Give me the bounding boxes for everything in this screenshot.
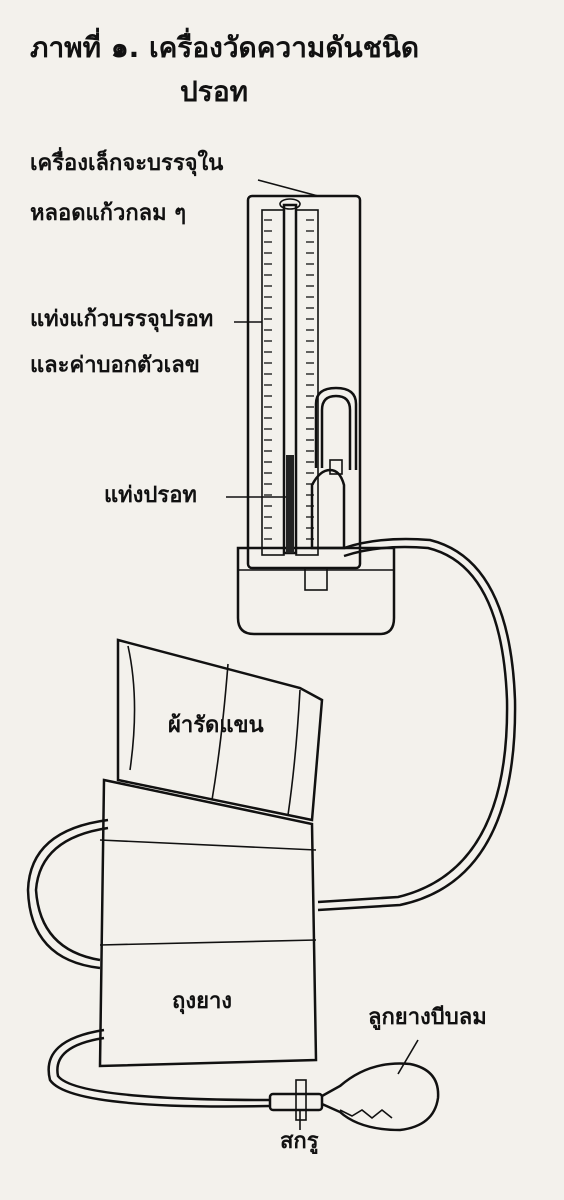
title-line-2: ปรอท xyxy=(180,75,249,108)
cuff-tube-left xyxy=(26,818,109,970)
mercury-column-fill xyxy=(286,455,294,553)
label-reservoir-line1: เครื่องเล็กจะบรรจุใน xyxy=(30,151,224,176)
leader-bulb xyxy=(397,1039,419,1075)
rubber-bladder xyxy=(98,778,318,1068)
title-line-1: ภาพที่ ๑. เครื่องวัดความดันชนิด xyxy=(30,31,420,64)
label-cuff: ผ้ารัดแขน xyxy=(168,713,264,738)
tube-to-bulb xyxy=(47,1028,271,1108)
leader-reservoir xyxy=(257,179,319,197)
label-bladder: ถุงยาง xyxy=(172,989,233,1014)
label-glass-tube-line1: แท่งแก้วบรรจุปรอท xyxy=(30,307,214,332)
label-valve: สกรู xyxy=(280,1129,319,1154)
valve-screw xyxy=(268,1079,324,1121)
figure-title: ภาพที่ ๑. เครื่องวัดความดันชนิด ปรอท xyxy=(30,26,550,114)
tube-to-manometer xyxy=(317,537,517,912)
arm-cuff xyxy=(116,638,324,822)
label-glass-tube-line2: และค่าบอกตัวเลข xyxy=(30,353,200,378)
label-bulb: ลูกยางบีบลม xyxy=(368,1005,487,1030)
reservoir xyxy=(310,386,358,550)
glass-tube xyxy=(279,198,301,555)
label-reservoir-line2: หลอดแก้วกลม ๆ xyxy=(30,201,187,226)
manometer-case xyxy=(236,194,396,636)
label-mercury-column: แท่งปรอท xyxy=(104,483,197,508)
squeeze-bulb xyxy=(321,1062,440,1132)
